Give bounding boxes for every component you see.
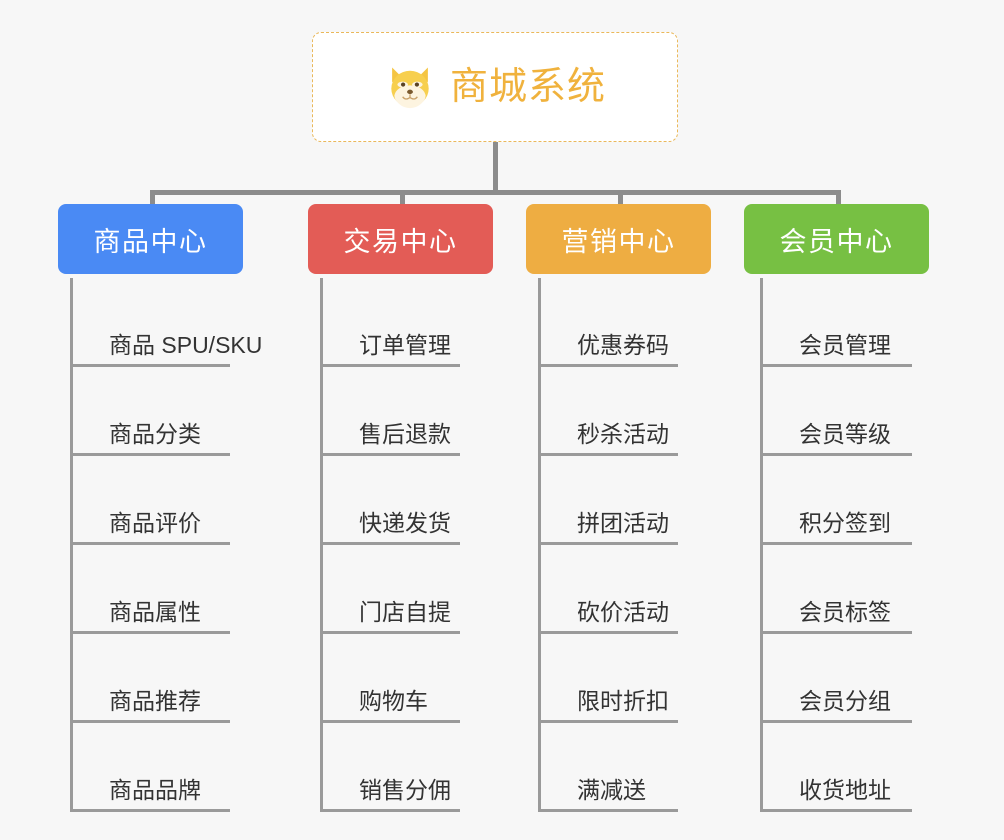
branch-商品中心: 商品中心 <box>58 204 243 274</box>
branch-label-3: 营销中心 <box>561 226 676 257</box>
list-item[interactable]: 会员管理 <box>763 278 912 367</box>
shiba-dog-face-icon <box>391 67 429 109</box>
item-label: 会员分组 <box>799 687 891 714</box>
branch-label-1: 商品中心 <box>93 226 208 257</box>
list-item[interactable]: 商品推荐 <box>73 634 230 723</box>
list-item[interactable]: 拼团活动 <box>541 456 678 545</box>
branch-label-4: 会员中心 <box>779 226 894 257</box>
list-item[interactable]: 商品分类 <box>73 367 230 456</box>
connector-root-stem <box>493 142 498 194</box>
item-label: 订单管理 <box>359 331 451 358</box>
list-item[interactable]: 会员标签 <box>763 545 912 634</box>
list-item[interactable]: 砍价活动 <box>541 545 678 634</box>
connector-drop-3 <box>618 190 623 208</box>
item-list-1: 商品 SPU/SKU 商品分类 商品评价 商品属性 商品推荐 商品品牌 <box>70 278 262 812</box>
item-label: 售后退款 <box>359 420 451 447</box>
list-item[interactable]: 优惠券码 <box>541 278 678 367</box>
branch-label-2: 交易中心 <box>343 226 458 257</box>
item-label: 商品分类 <box>109 420 201 447</box>
item-label: 快递发货 <box>359 509 451 536</box>
list-item[interactable]: 限时折扣 <box>541 634 678 723</box>
list-item[interactable]: 满减送 <box>541 723 678 812</box>
root-node[interactable]: 商城系统 <box>312 32 678 142</box>
item-label: 商品品牌 <box>109 776 201 803</box>
item-list-3: 优惠券码 秒杀活动 拼团活动 砍价活动 限时折扣 满减送 <box>538 278 678 812</box>
item-label: 优惠券码 <box>577 331 669 358</box>
branch-营销中心: 营销中心 <box>526 204 711 274</box>
root-title: 商城系统 <box>449 66 606 108</box>
connector-drop-1 <box>150 190 155 208</box>
branch-header-2[interactable]: 交易中心 <box>308 204 493 274</box>
connector-drop-2 <box>400 190 405 208</box>
list-item[interactable]: 商品品牌 <box>73 723 230 812</box>
branch-会员中心: 会员中心 <box>744 204 929 274</box>
item-label: 满减送 <box>577 776 646 803</box>
item-label: 商品评价 <box>109 509 201 536</box>
list-item[interactable]: 积分签到 <box>763 456 912 545</box>
list-item[interactable]: 会员分组 <box>763 634 912 723</box>
list-item[interactable]: 售后退款 <box>323 367 460 456</box>
item-label: 商品推荐 <box>109 687 201 714</box>
item-label: 会员标签 <box>799 598 891 625</box>
list-item[interactable]: 收货地址 <box>763 723 912 812</box>
connector-drop-4 <box>836 190 841 208</box>
list-item[interactable]: 会员等级 <box>763 367 912 456</box>
list-item[interactable]: 商品属性 <box>73 545 230 634</box>
list-item[interactable]: 订单管理 <box>323 278 460 367</box>
list-item[interactable]: 购物车 <box>323 634 460 723</box>
item-label: 砍价活动 <box>577 598 669 625</box>
list-item[interactable]: 商品评价 <box>73 456 230 545</box>
list-item[interactable]: 销售分佣 <box>323 723 460 812</box>
list-item[interactable]: 门店自提 <box>323 545 460 634</box>
item-label: 商品属性 <box>109 598 201 625</box>
item-label: 会员管理 <box>799 331 891 358</box>
item-label: 限时折扣 <box>577 687 669 714</box>
item-list-2: 订单管理 售后退款 快递发货 门店自提 购物车 销售分佣 <box>320 278 460 812</box>
item-label: 秒杀活动 <box>577 420 669 447</box>
item-label: 拼团活动 <box>577 509 669 536</box>
list-item[interactable]: 商品 SPU/SKU <box>73 278 262 367</box>
item-label: 门店自提 <box>359 598 451 625</box>
item-label: 销售分佣 <box>359 776 451 803</box>
item-label: 积分签到 <box>799 509 891 536</box>
item-label: 购物车 <box>359 687 428 714</box>
item-label: 会员等级 <box>799 420 891 447</box>
item-label: 商品 SPU/SKU <box>109 331 263 358</box>
connector-horizontal-bus <box>150 190 840 195</box>
list-item[interactable]: 快递发货 <box>323 456 460 545</box>
item-label: 收货地址 <box>799 776 891 803</box>
branch-header-1[interactable]: 商品中心 <box>58 204 243 274</box>
branch-header-3[interactable]: 营销中心 <box>526 204 711 274</box>
branch-交易中心: 交易中心 <box>308 204 493 274</box>
list-item[interactable]: 秒杀活动 <box>541 367 678 456</box>
branch-header-4[interactable]: 会员中心 <box>744 204 929 274</box>
item-list-4: 会员管理 会员等级 积分签到 会员标签 会员分组 收货地址 <box>760 278 912 812</box>
